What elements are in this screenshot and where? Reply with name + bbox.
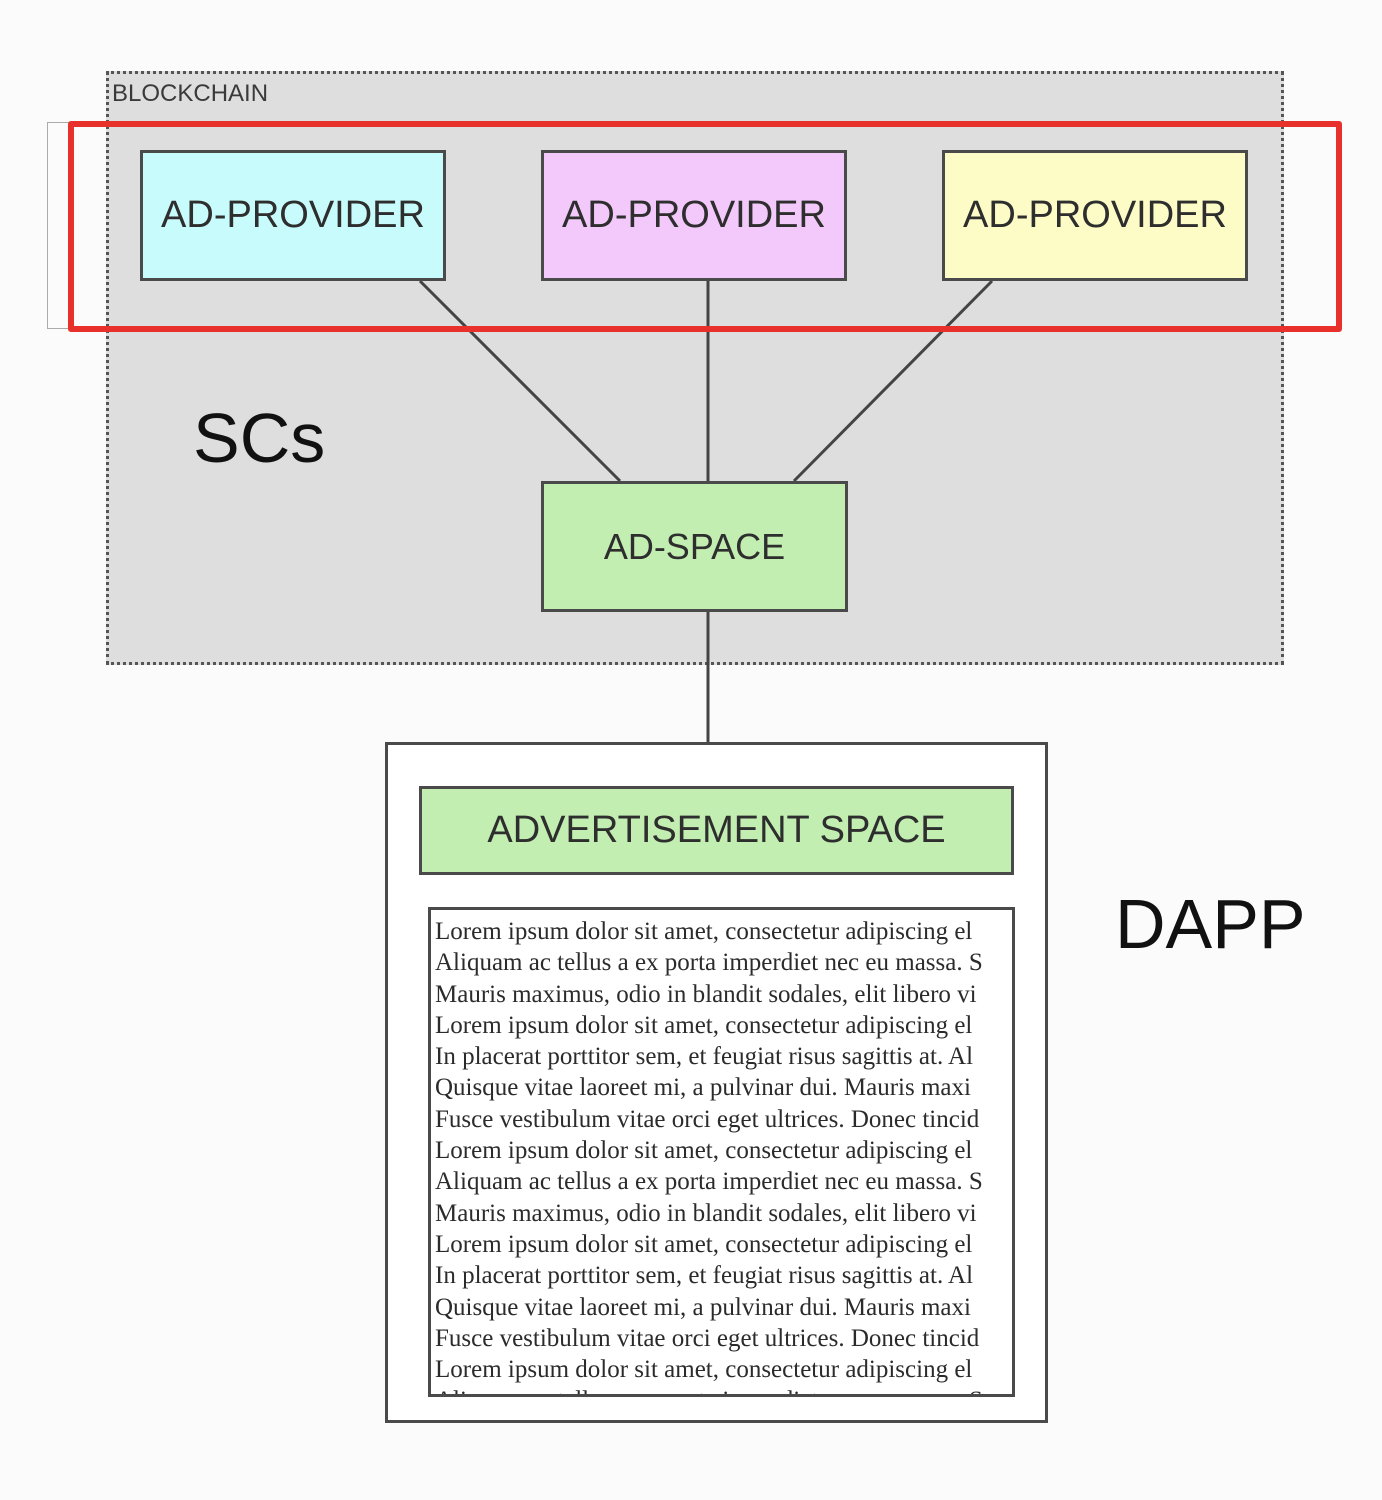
text-line: Lorem ipsum dolor sit amet, consectetur …	[435, 1011, 973, 1039]
text-line: Aliquam ac tellus a ex porta imperdiet n…	[435, 1168, 983, 1196]
text-line: Fusce vestibulum vitae orci eget ultrice…	[435, 1105, 980, 1133]
text-line: Lorem ipsum dolor sit amet, consectetur …	[435, 1356, 973, 1384]
content-text-box: Lorem ipsum dolor sit amet, consectetur …	[428, 907, 1015, 1397]
scs-label: SCs	[193, 399, 326, 477]
text-line: Mauris maximus, odio in blandit sodales,…	[435, 1199, 977, 1227]
ad-provider-box-3: AD-PROVIDER	[942, 150, 1248, 281]
ad-provider-box-2: AD-PROVIDER	[541, 150, 847, 281]
text-line: Lorem ipsum dolor sit amet, consectetur …	[435, 1230, 973, 1258]
bracket-line	[47, 122, 69, 329]
ad-space-box: AD-SPACE	[541, 481, 848, 612]
dapp-label: DAPP	[1115, 885, 1306, 963]
connector-provider-1	[418, 279, 622, 483]
text-line: Fusce vestibulum vitae orci eget ultrice…	[435, 1324, 980, 1352]
text-line: Quisque vitae laoreet mi, a pulvinar dui…	[435, 1293, 971, 1321]
text-line: Quisque vitae laoreet mi, a pulvinar dui…	[435, 1074, 971, 1102]
blockchain-label: BLOCKCHAIN	[112, 80, 269, 107]
connector-provider-3	[792, 279, 994, 483]
text-line: Lorem ipsum dolor sit amet, consectetur …	[435, 918, 973, 945]
highlight-rectangle	[68, 121, 1342, 332]
text-line: Aliquam ac tellus a ex porta imperdiet n…	[435, 1385, 1012, 1394]
text-line: In placerat porttitor sem, et feugiat ri…	[435, 1043, 974, 1071]
text-line: Lorem ipsum dolor sit amet, consectetur …	[435, 1137, 973, 1165]
text-line: In placerat porttitor sem, et feugiat ri…	[435, 1262, 974, 1290]
text-line: Aliquam ac tellus a ex porta imperdiet n…	[435, 949, 983, 977]
ad-provider-box-1: AD-PROVIDER	[140, 150, 446, 281]
lorem-text: Lorem ipsum dolor sit amet, consectetur …	[435, 916, 1012, 1394]
text-line: Mauris maximus, odio in blandit sodales,…	[435, 980, 977, 1008]
advertisement-space-box: ADVERTISEMENT SPACE	[419, 786, 1014, 875]
